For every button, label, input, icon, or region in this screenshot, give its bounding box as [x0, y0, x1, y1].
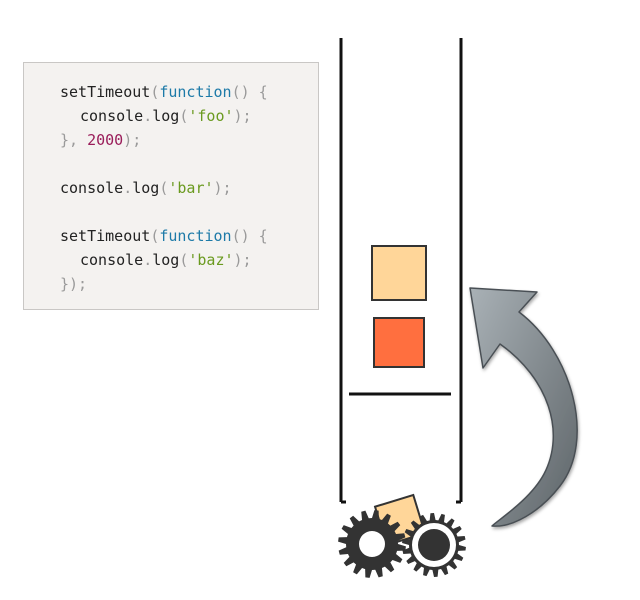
gear-icon — [402, 513, 466, 577]
code-block: setTimeout(function() {console.log('foo'… — [60, 80, 268, 296]
code-token: setTimeout — [60, 227, 151, 245]
code-token: function — [159, 227, 232, 245]
code-token: setTimeout — [60, 83, 151, 101]
queue-item-light — [371, 245, 427, 301]
code-panel: setTimeout(function() {console.log('foo'… — [23, 62, 319, 310]
code-token: . — [143, 107, 153, 125]
code-line: console.log('baz'); — [60, 248, 268, 272]
code-token: }); — [60, 275, 88, 293]
code-line: }); — [60, 272, 268, 296]
code-token: . — [123, 179, 133, 197]
code-token: ( — [150, 227, 160, 245]
code-line: setTimeout(function() { — [60, 224, 268, 248]
code-token: ( — [150, 83, 160, 101]
code-token: ( — [179, 107, 189, 125]
code-token: . — [143, 251, 153, 269]
code-token: ( — [179, 251, 189, 269]
code-token: ); — [213, 179, 232, 197]
curved-arrow-icon — [469, 287, 578, 527]
code-line: console.log('bar'); — [60, 176, 268, 200]
queue-item-dark — [373, 317, 425, 368]
code-token: () { — [231, 83, 268, 101]
code-token: () { — [231, 227, 268, 245]
code-token: console — [60, 179, 124, 197]
code-token: console — [80, 107, 144, 125]
code-token: log — [132, 179, 160, 197]
code-token: }, — [60, 131, 88, 149]
code-token: 2000 — [87, 131, 124, 149]
code-line: }, 2000); — [60, 128, 268, 152]
code-token: 'foo' — [188, 107, 234, 125]
code-token: log — [152, 251, 180, 269]
code-token: 'baz' — [188, 251, 234, 269]
code-line: setTimeout(function() { — [60, 80, 268, 104]
code-token: ); — [123, 131, 142, 149]
code-token: 'bar' — [168, 179, 214, 197]
code-token: log — [152, 107, 180, 125]
code-token: ); — [233, 251, 252, 269]
code-token: console — [80, 251, 144, 269]
gear-icon — [338, 510, 406, 578]
code-line: console.log('foo'); — [60, 104, 268, 128]
code-token: ( — [159, 179, 169, 197]
code-token: ); — [233, 107, 252, 125]
code-token: function — [159, 83, 232, 101]
